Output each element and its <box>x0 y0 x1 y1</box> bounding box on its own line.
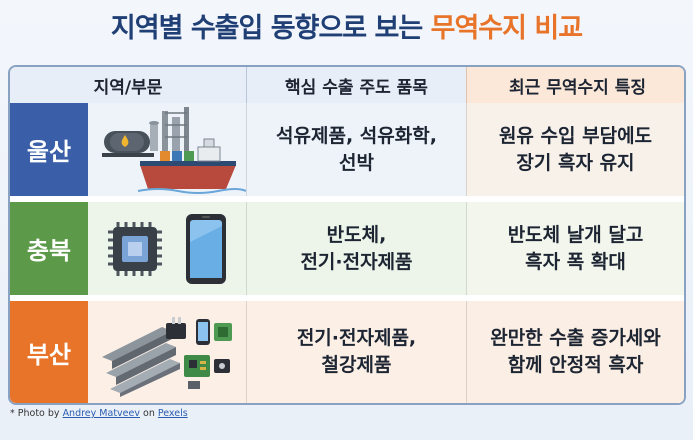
header-exports: 핵심 수출 주도 품목 <box>246 67 466 103</box>
header-feature: 최근 무역수지 특징 <box>466 67 684 103</box>
credit-prefix: * Photo by <box>10 408 63 419</box>
exports-line-1: 석유제품, 석유화학, <box>276 124 437 147</box>
feature-line-1: 반도체 날개 달고 <box>507 223 644 246</box>
credit-site-link[interactable]: Pexels <box>157 408 188 419</box>
comparison-table: 지역/부문 핵심 수출 주도 품목 최근 무역수지 특징 울산 <box>8 65 686 405</box>
exports-cell: 전기·전자제품, 철강제품 <box>246 301 466 403</box>
title-accent: 무역수지 비교 <box>430 13 583 44</box>
photo-credit: * Photo by Andrey Matveev on Pexels <box>10 408 188 419</box>
exports-line-2: 전기·전자제품 <box>300 250 413 273</box>
exports-line-1: 반도체, <box>326 223 387 246</box>
chip-smartphone-icon <box>88 202 246 295</box>
header-region: 지역/부문 <box>10 67 246 103</box>
oil-refinery-ship-icon <box>88 103 247 196</box>
table-row-chungbuk: 충북 <box>10 202 684 298</box>
feature-line-2: 함께 안정적 흑자 <box>507 354 644 376</box>
credit-author-link[interactable]: Andrey Matveev <box>62 408 140 419</box>
exports-line-1: 전기·전자제품, <box>296 327 417 349</box>
region-label: 울산 <box>10 103 88 196</box>
table-row-busan: 부산 <box>10 301 684 403</box>
exports-cell: 반도체, 전기·전자제품 <box>246 202 466 295</box>
credit-middle: on <box>139 408 158 419</box>
table-row-ulsan: 울산 <box>10 103 684 199</box>
exports-line-2: 철강제품 <box>321 354 392 376</box>
steel-electronics-icon <box>88 301 246 403</box>
feature-line-1: 완만한 수출 증가세와 <box>490 327 661 349</box>
exports-cell: 석유제품, 석유화학, 선박 <box>246 103 466 196</box>
region-label: 충북 <box>10 202 88 295</box>
feature-line-2: 장기 흑자 유지 <box>516 151 635 174</box>
page-title: 지역별 수출입 동향으로 보는 무역수지 비교 <box>0 6 693 46</box>
title-main: 지역별 수출입 동향으로 보는 <box>110 13 431 44</box>
feature-line-2: 흑자 폭 확대 <box>525 250 626 273</box>
region-label: 부산 <box>10 301 88 403</box>
exports-line-2: 선박 <box>339 151 374 174</box>
feature-line-1: 원유 수입 부담에도 <box>498 124 653 147</box>
